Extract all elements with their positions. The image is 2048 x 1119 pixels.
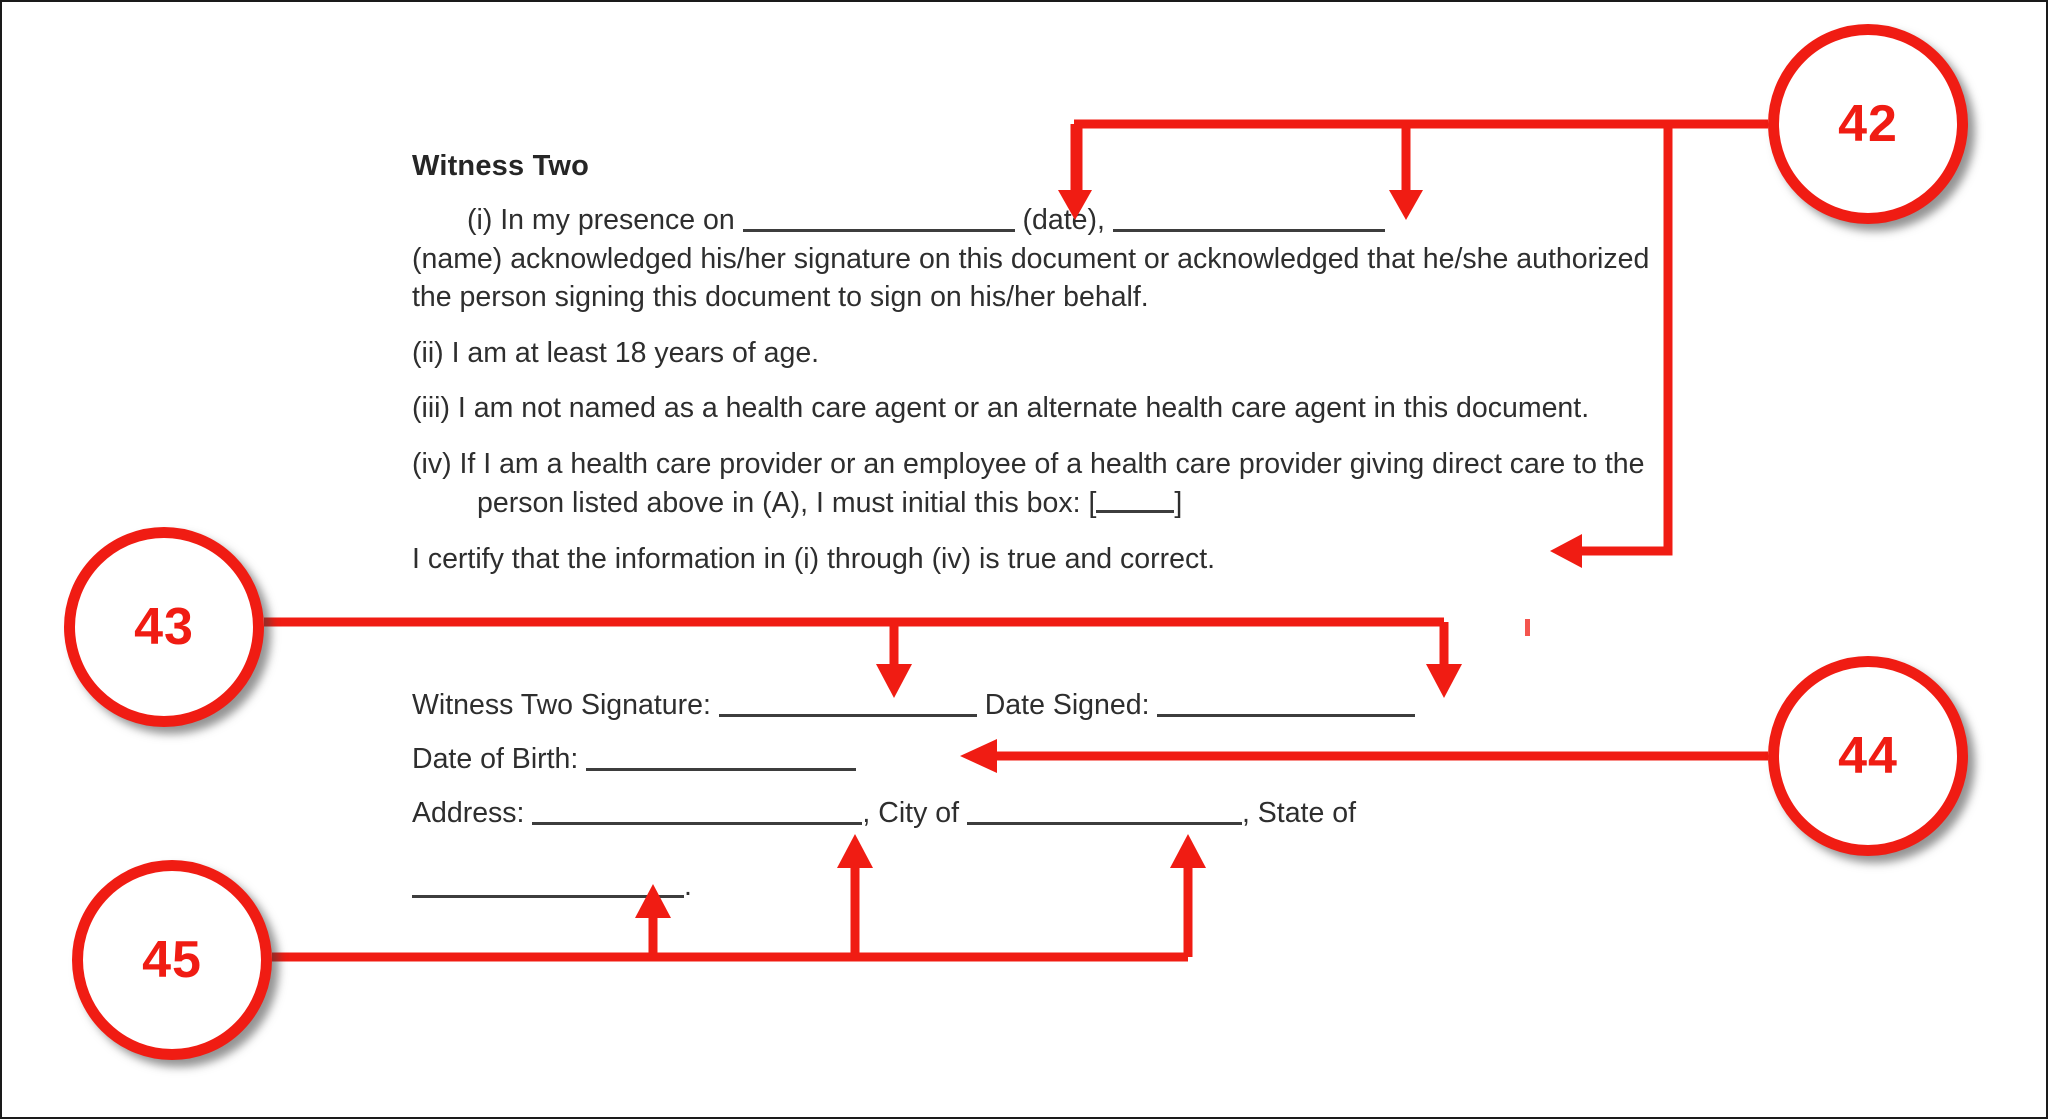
date-of-birth-label: Date of Birth:	[412, 743, 579, 775]
clause-i-paragraph: (i) In my presence on (date), (name) ack…	[412, 200, 1652, 317]
clause-i-mid: (date),	[1014, 204, 1113, 237]
callout-bubble-43[interactable]: 43	[64, 527, 264, 727]
city-label: , City of	[862, 797, 967, 829]
document-text-block: Witness Two (i) In my presence on (date)…	[412, 150, 1652, 595]
initial-box-blank[interactable]	[1096, 481, 1175, 514]
clause-i-prefix: (i) In my presence on	[467, 204, 743, 237]
certification-paragraph: I certify that the information in (i) th…	[412, 542, 1216, 575]
signature-fields-block: Witness Two Signature: Date Signed: Date…	[412, 678, 1672, 840]
clause-i-tail: (name) acknowledged his/her signature on…	[412, 242, 1650, 314]
address-input[interactable]	[532, 793, 863, 825]
trailing-period: .	[684, 870, 692, 903]
state-continuation-row: .	[412, 866, 692, 905]
date-signed-label: Date Signed:	[984, 689, 1150, 721]
clause-iii-paragraph: (iii) I am not named as a health care ag…	[412, 392, 1590, 425]
clause-iv-paragraph: (iv) If I am a health care provider or a…	[412, 445, 1652, 523]
clause-iv-prefix: (iv) If I am a health care provider or a…	[412, 447, 1645, 520]
section-heading-witness-two: Witness Two	[412, 150, 590, 182]
address-row: Address: , City of , State of	[412, 786, 1672, 840]
signature-line-row: Witness Two Signature: Date Signed:	[412, 678, 1672, 732]
date-of-birth-input[interactable]	[586, 739, 857, 771]
name-blank-line[interactable]	[1112, 200, 1385, 233]
callout-label-42: 42	[1838, 95, 1898, 153]
stray-mark	[1525, 619, 1530, 636]
state-input[interactable]	[412, 866, 684, 899]
address-label: Address:	[412, 797, 525, 829]
date-of-birth-row: Date of Birth:	[412, 732, 1672, 786]
callout-bubble-44[interactable]: 44	[1768, 656, 1968, 856]
date-signed-input[interactable]	[1157, 685, 1416, 717]
callout-label-45: 45	[142, 931, 202, 989]
city-input[interactable]	[966, 793, 1242, 825]
date-blank-line[interactable]	[742, 200, 1015, 233]
witness-two-signature-label: Witness Two Signature:	[412, 689, 711, 721]
clause-iv-suffix: ]	[1174, 487, 1183, 520]
state-label: , State of	[1241, 797, 1357, 829]
callout-label-43: 43	[134, 598, 194, 656]
callout-bubble-42[interactable]: 42	[1768, 24, 1968, 224]
callout-bubble-45[interactable]: 45	[72, 860, 272, 1060]
witness-two-signature-input[interactable]	[718, 685, 977, 717]
callout-label-44: 44	[1838, 727, 1898, 785]
clause-ii-paragraph: (ii) I am at least 18 years of age.	[412, 336, 820, 369]
